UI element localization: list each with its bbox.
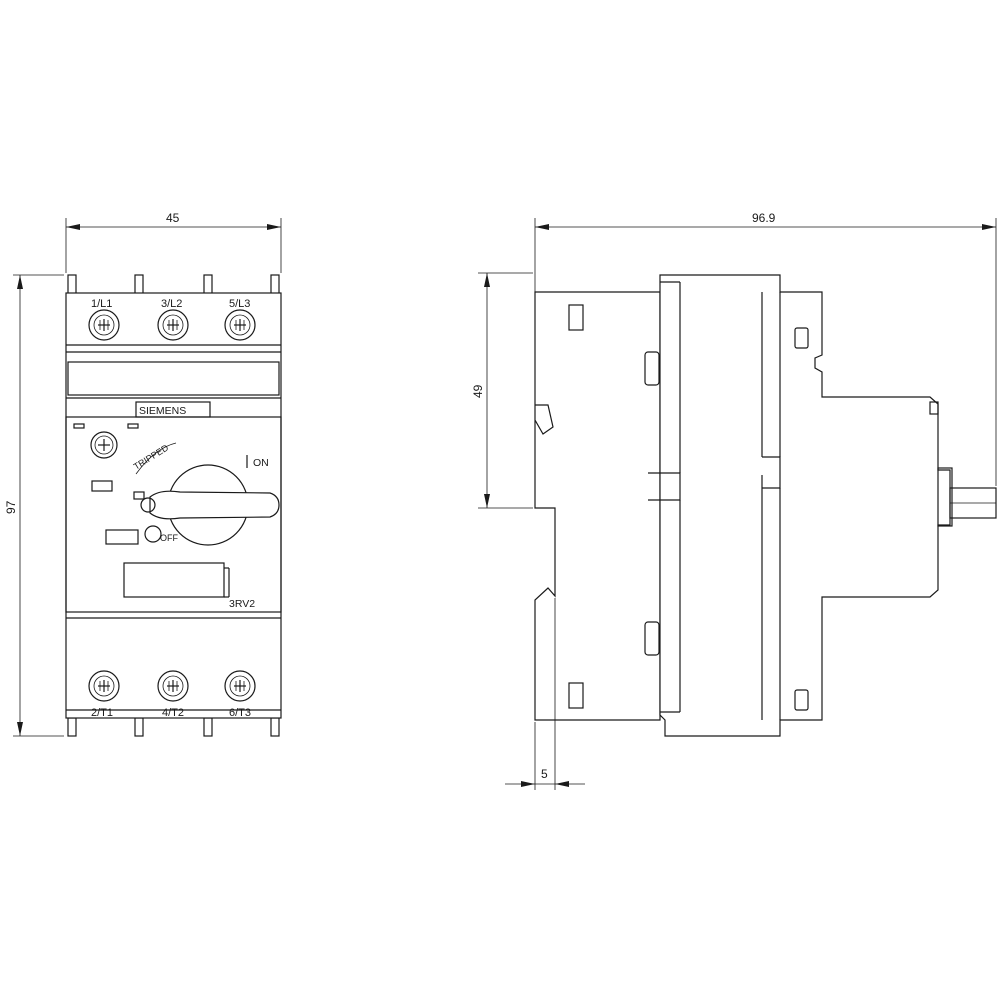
side-view [534,274,997,737]
dim-side-depth: 96.9 [752,211,776,225]
terminal-screw-icon[interactable] [88,670,120,702]
terminal-label-t1: 2/T1 [91,707,113,719]
brand-label: SIEMENS [139,405,186,417]
terminal-label-t2: 4/T2 [162,707,184,719]
terminal-screw-icon[interactable] [224,309,256,341]
terminal-screw-icon[interactable] [224,670,256,702]
front-height-dimension: 97 [4,274,64,737]
test-button-icon[interactable] [90,431,118,459]
dim-front-width: 45 [166,211,180,225]
front-width-dimension: 45 [65,211,282,273]
terminal-label-l2: 3/L2 [161,298,182,310]
rotary-handle[interactable] [140,464,280,546]
model-label: 3RV2 [229,598,255,610]
side-offset-dimension: 5 [505,598,585,790]
off-marker-icon [144,525,162,543]
terminal-label-l3: 5/L3 [229,298,250,310]
dim-side-height: 49 [471,384,485,398]
label-window [123,562,225,598]
terminal-screw-icon[interactable] [157,309,189,341]
terminal-screw-icon[interactable] [88,309,120,341]
side-height-dimension: 49 [471,272,533,509]
on-label: ON [253,457,269,469]
side-depth-dimension: 96.9 [534,211,997,486]
terminal-label-l1: 1/L1 [91,298,112,310]
dim-front-height: 97 [4,500,18,514]
dim-side-offset: 5 [541,767,548,781]
terminal-screw-icon[interactable] [157,670,189,702]
off-label: OFF [160,533,178,543]
terminal-label-t3: 6/T3 [229,707,251,719]
front-view: 1/L1 3/L2 5/L3 2/T1 4/T2 6/T3 SIEMENS TR… [65,274,282,737]
